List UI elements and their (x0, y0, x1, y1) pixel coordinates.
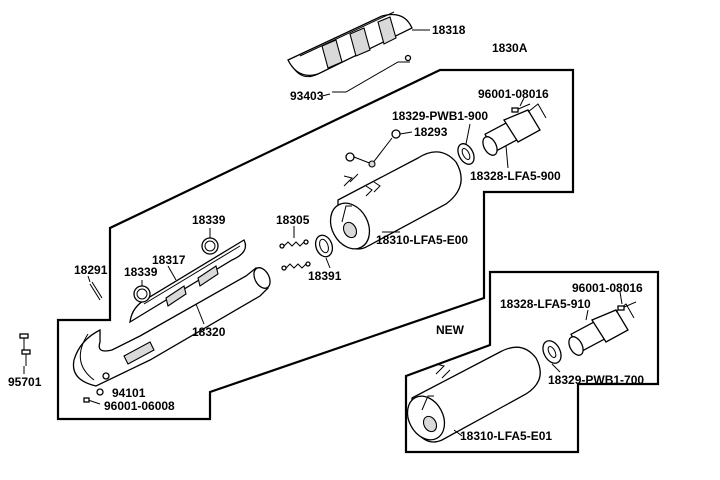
exhaust-pipe[interactable] (72, 265, 273, 387)
new-kit-outline (404, 270, 660, 454)
label-18391: 18391 (308, 269, 342, 283)
leader-18328-lfa5-900 (505, 145, 509, 169)
label-18291: 18291 (74, 263, 108, 277)
leader-18328-lfa5-910 (585, 309, 589, 321)
label-1830a: 1830A (492, 41, 528, 55)
label-18318: 18318 (432, 23, 466, 37)
band-clamp-lower[interactable] (133, 285, 151, 303)
stud-bolts[interactable] (19, 333, 31, 366)
leader-18391 (325, 257, 331, 269)
label-18305: 18305 (276, 213, 310, 227)
rubber-mount[interactable] (345, 129, 401, 168)
leader-96001-08016-b (619, 291, 623, 305)
label-new: NEW (436, 323, 465, 337)
label-18317: 18317 (152, 253, 186, 267)
leader-18329-pwb1-700 (551, 363, 561, 373)
assembly-outline-1830a (56, 68, 575, 421)
spark-arrester[interactable] (480, 103, 547, 158)
label-18328-lfa5-900: 18328-LFA5-900 (470, 169, 561, 183)
muffler-main[interactable] (323, 151, 462, 256)
gasket-new[interactable] (539, 338, 564, 367)
label-18310-lfa5-e01: 18310-LFA5-E01 (460, 429, 552, 443)
tail-rod[interactable] (89, 281, 103, 301)
leader-18320 (195, 303, 205, 325)
label-18339-b: 18339 (124, 265, 158, 279)
label-94101: 94101 (112, 386, 146, 400)
heat-shield-top[interactable] (287, 11, 413, 78)
leader-18329-pwb1-900 (465, 123, 471, 145)
washer-94101[interactable] (96, 388, 104, 396)
bolt-96001-06008[interactable] (83, 397, 101, 405)
spring-set[interactable] (279, 239, 311, 271)
muffler-new[interactable] (400, 346, 541, 446)
label-96001-08016-a: 96001-08016 (478, 87, 549, 101)
label-18329-pwb1-700: 18329-PWB1-700 (548, 373, 644, 387)
leader-93403 (321, 93, 331, 97)
label-18329-pwb1-900: 18329-PWB1-900 (392, 109, 488, 123)
bolt-96001-08016-main[interactable] (511, 103, 531, 113)
leader-18310-lfa5-e01 (453, 429, 463, 437)
label-18328-lfa5-910: 18328-LFA5-910 (500, 297, 591, 311)
gasket-outlet[interactable] (455, 141, 478, 167)
label-18320: 18320 (192, 325, 226, 339)
label-18339-a: 18339 (192, 213, 226, 227)
pipe-heat-shield[interactable] (129, 239, 247, 324)
label-18310-lfa5-e00: 18310-LFA5-E00 (376, 233, 468, 247)
clamp-band-93403[interactable] (332, 54, 412, 93)
label-93403: 93403 (290, 89, 324, 103)
leader-96001-08016-a (519, 97, 525, 107)
spark-arrester-new[interactable] (566, 303, 635, 358)
label-96001-06008: 96001-06008 (104, 399, 175, 413)
leader-18317 (167, 265, 177, 281)
label-95701: 95701 (8, 375, 42, 389)
label-96001-08016-b: 96001-08016 (572, 281, 643, 295)
label-18293: 18293 (414, 125, 448, 139)
bolt-96001-08016-new[interactable] (617, 301, 637, 311)
band-clamp-upper[interactable] (201, 237, 219, 255)
leader-18291 (87, 275, 91, 283)
leader-18293 (399, 131, 413, 135)
gasket-joint[interactable] (313, 233, 336, 259)
